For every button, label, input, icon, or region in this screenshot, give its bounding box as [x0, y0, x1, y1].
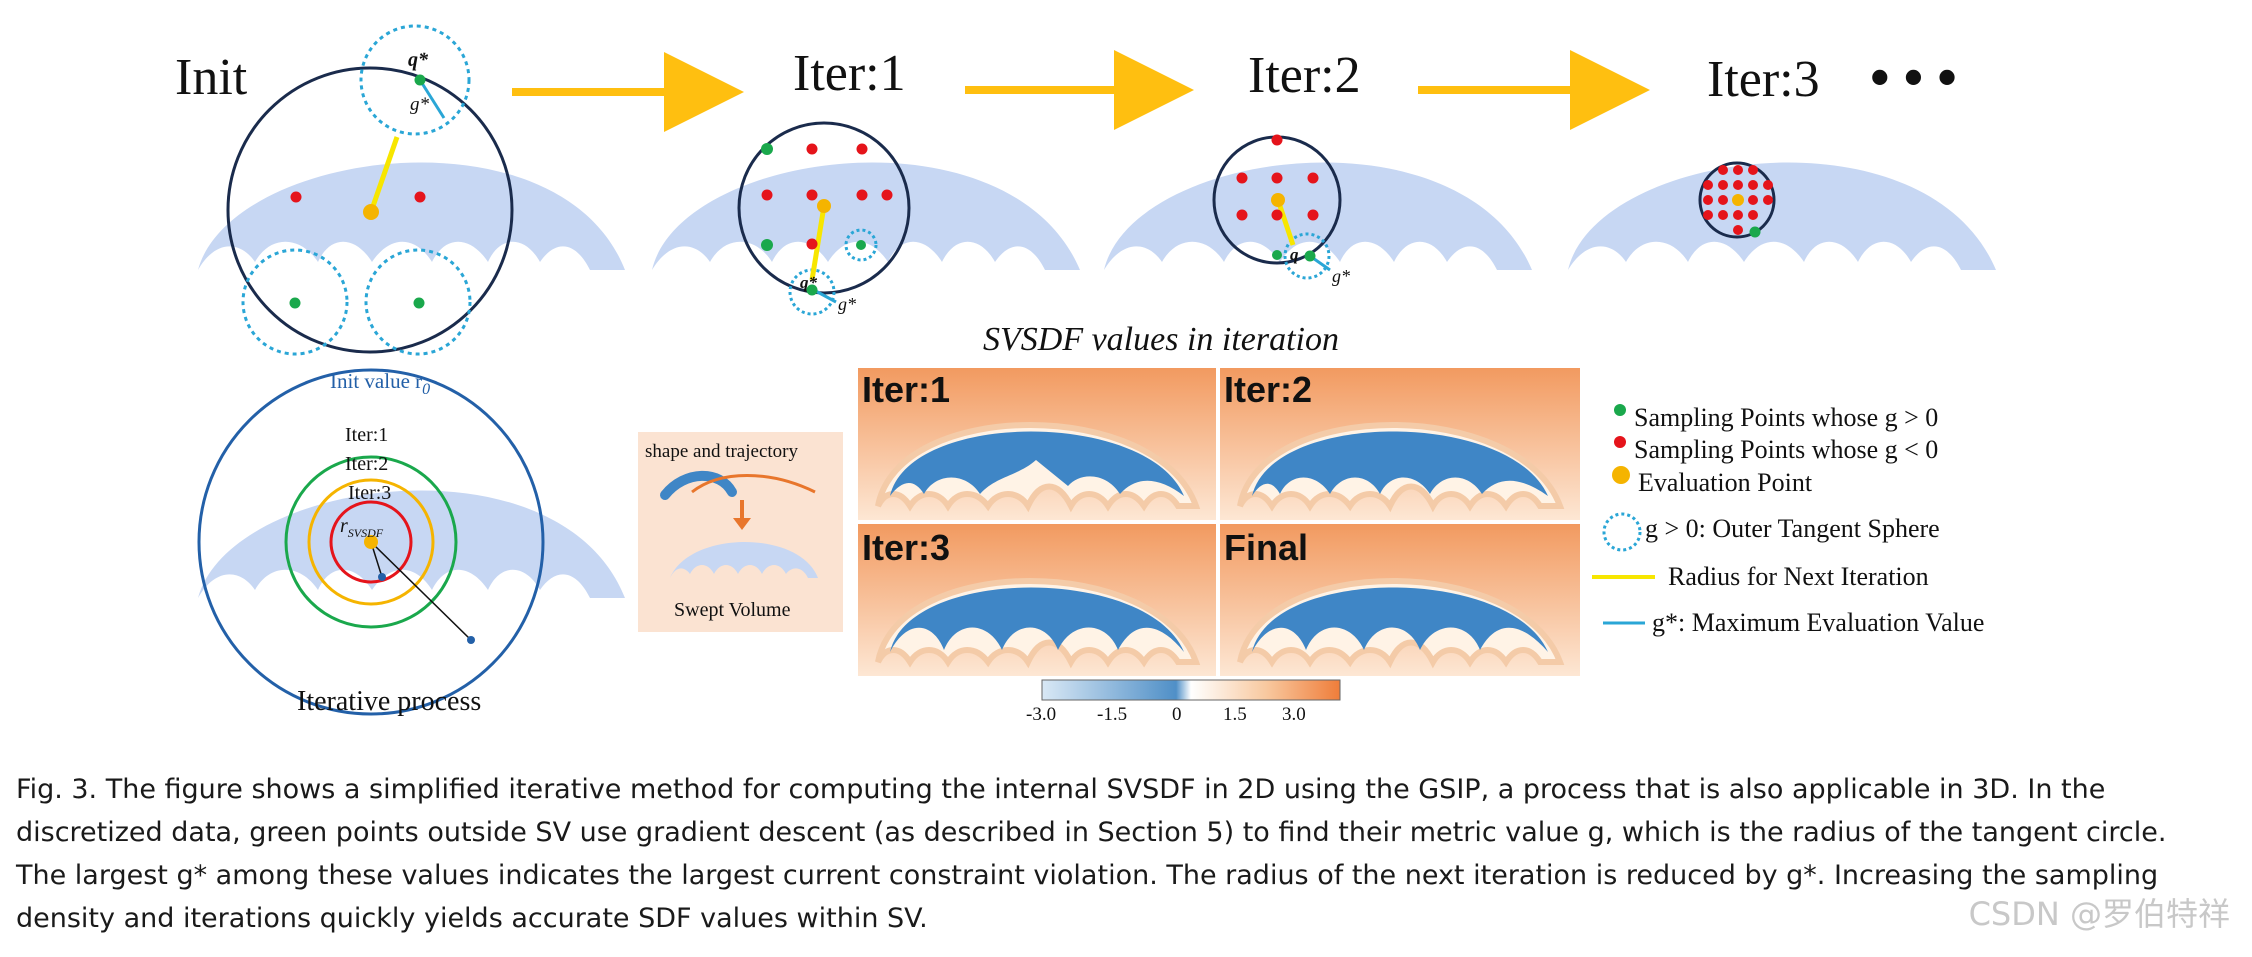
- legend-orange: Evaluation Point: [1638, 468, 1813, 497]
- iter1-label: Iter:1: [345, 424, 388, 446]
- q-star-label: q*: [800, 273, 818, 292]
- colorbar-tick: 0: [1172, 704, 1182, 725]
- tangent-sphere: [364, 248, 472, 356]
- g-star-line: [418, 79, 446, 119]
- inset-top-label: shape and trajectory: [645, 441, 798, 462]
- swept-volume-shape: [198, 162, 625, 270]
- q-label: q: [1290, 245, 1299, 264]
- trajectory-icon: [691, 474, 816, 494]
- orange-dot-icon: [1612, 466, 1630, 484]
- iterative-caption: Iterative process: [297, 686, 481, 717]
- swept-volume-icon: [670, 542, 818, 578]
- heatmap-title: SVSDF values in iteration: [983, 321, 1339, 358]
- heatmap-label: Iter:3: [862, 527, 950, 568]
- panel-iter2: Iter:2 q g*: [1104, 47, 1532, 286]
- tangent-sphere: [241, 248, 349, 356]
- red-point: [414, 191, 426, 203]
- figure-diagram: Init q* g* Iter:1 q*: [175, 24, 1996, 725]
- panel-title: Init: [175, 49, 248, 106]
- colorbar: [1041, 679, 1341, 701]
- heatmap-panel-iter1: Iter:1: [858, 368, 1216, 520]
- colorbar-tick: -3.0: [1026, 704, 1056, 725]
- iter1-circle: [284, 455, 458, 629]
- iter3-label: Iter:3: [348, 482, 391, 504]
- init-value-label: Init value r0: [330, 369, 430, 398]
- panel-iter1: Iter:1 q* g*: [652, 45, 1080, 316]
- green-points: [1272, 250, 1316, 262]
- heatmap-group: SVSDF values in iteration Iter:1 Iter:2 …: [858, 321, 1580, 725]
- iterative-process: Init value r0 Iter:1 Iter:2 Iter:3 rSVSD…: [197, 368, 625, 717]
- heatmap-panel-iter3: Iter:3: [858, 524, 1216, 676]
- red-point: [290, 191, 302, 203]
- tangent-sphere: [1283, 232, 1331, 280]
- radius-line: [809, 205, 827, 281]
- iter2-circle: [307, 478, 435, 606]
- legend: Sampling Points whose g > 0 Sampling Poi…: [1592, 403, 1984, 637]
- panel-title: Iter:3: [1707, 51, 1820, 108]
- iter3-circle: [329, 500, 413, 584]
- legend-sphere: g > 0: Outer Tangent Sphere: [1645, 514, 1940, 543]
- red-points: [1236, 134, 1319, 221]
- init-circle: [197, 368, 545, 716]
- evaluation-point: [1732, 194, 1744, 206]
- g-star-label: g*: [1332, 266, 1350, 286]
- evaluation-point: [364, 535, 378, 549]
- heatmap-label: Iter:2: [1224, 369, 1312, 410]
- g-star-label: g*: [410, 94, 430, 115]
- inset-bottom-label: Swept Volume: [674, 599, 791, 621]
- heatmap-label: Iter:1: [862, 369, 950, 410]
- heatmap-panel-iter2: Iter:2: [1220, 368, 1580, 520]
- panel-iter3: Iter:3 • • •: [1568, 47, 1996, 270]
- legend-blue: g*: Maximum Evaluation Value: [1652, 608, 1984, 637]
- inset-bg: [638, 432, 843, 632]
- red-dot-icon: [1614, 436, 1626, 448]
- search-circle: [737, 121, 911, 295]
- watermark: CSDN @罗伯特祥: [1968, 895, 2230, 933]
- inset-panel: shape and trajectory Swept Volume: [638, 432, 843, 632]
- swept-volume-shape: [1568, 162, 1996, 270]
- tangent-sphere-icon: [1602, 512, 1642, 552]
- evaluation-point: [817, 199, 831, 213]
- colorbar-tick: 1.5: [1223, 704, 1247, 725]
- evaluation-point: [1271, 193, 1285, 207]
- tangent-sphere: [844, 228, 878, 262]
- search-circle: [226, 66, 514, 354]
- legend-red: Sampling Points whose g < 0: [1634, 435, 1938, 464]
- red-points: [761, 143, 893, 250]
- swept-volume-shape: [652, 162, 1080, 270]
- r-svsdf-label: rSVSDF: [340, 515, 384, 540]
- endpoint: [378, 573, 386, 581]
- radius-line: [1275, 199, 1296, 246]
- ellipsis: • • •: [1870, 47, 1957, 109]
- figure-caption: Fig. 3. The figure shows a simplified it…: [16, 774, 2167, 934]
- panel-init: Init q* g*: [175, 24, 625, 356]
- green-dot-icon: [1614, 404, 1626, 416]
- iter2-label: Iter:2: [345, 453, 388, 475]
- legend-green: Sampling Points whose g > 0: [1634, 403, 1938, 432]
- colorbar-tick: -1.5: [1097, 704, 1127, 725]
- green-points: [761, 143, 866, 296]
- green-point: [289, 297, 301, 309]
- radius-line: [370, 541, 472, 641]
- arrow-head: [733, 518, 751, 530]
- evaluation-point: [363, 204, 379, 220]
- green-point: [1749, 226, 1761, 238]
- shape-icon: [660, 470, 737, 500]
- g-star-label: g*: [838, 294, 856, 314]
- red-points: [1703, 165, 1773, 235]
- heatmap-label: Final: [1224, 527, 1308, 568]
- green-point: [414, 74, 426, 86]
- heatmap-panel-final: Final: [1220, 524, 1580, 676]
- q-star-label: q*: [408, 49, 429, 71]
- panel-title: Iter:2: [1248, 47, 1361, 104]
- panel-title: Iter:1: [793, 45, 906, 102]
- green-point: [413, 297, 425, 309]
- colorbar-tick: 3.0: [1282, 704, 1306, 725]
- radius-line: [368, 136, 400, 213]
- legend-yellow: Radius for Next Iteration: [1668, 562, 1929, 591]
- search-circle: [1698, 161, 1776, 239]
- tangent-sphere: [359, 24, 471, 136]
- endpoint: [467, 636, 475, 644]
